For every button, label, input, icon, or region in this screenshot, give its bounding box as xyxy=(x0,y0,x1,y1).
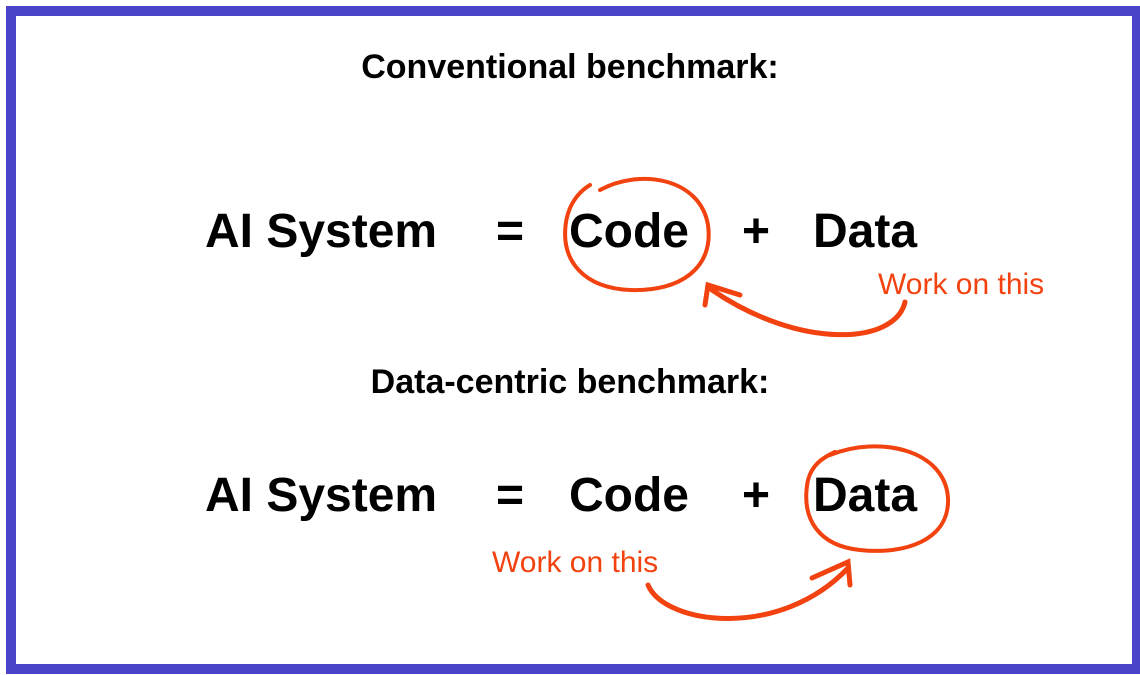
conventional-data: Data xyxy=(813,205,918,258)
conventional-ai-system: AI System xyxy=(205,205,438,258)
diagram-border xyxy=(6,6,1140,674)
conventional-equals: = xyxy=(496,205,525,258)
data-centric-work-note: Work on this xyxy=(492,546,659,579)
data-centric-plus: + xyxy=(742,469,771,522)
highlight-circle-code xyxy=(563,176,711,293)
data-centric-title: Data-centric benchmark: xyxy=(370,363,770,401)
curved-arrow-to-data xyxy=(645,565,851,621)
arrowhead-data xyxy=(809,558,853,588)
conventional-work-note: Work on this xyxy=(878,268,1045,301)
conventional-title: Conventional benchmark: xyxy=(361,48,779,86)
conventional-code: Code xyxy=(569,205,689,258)
data-centric-data: Data xyxy=(813,469,918,522)
data-centric-code: Code xyxy=(569,469,689,522)
conventional-plus: + xyxy=(742,205,771,258)
data-centric-equals: = xyxy=(496,469,525,522)
data-centric-ai-system: AI System xyxy=(205,469,438,522)
curved-arrow-to-code xyxy=(709,287,908,338)
highlight-circle-data xyxy=(804,444,951,553)
arrowhead-code xyxy=(702,281,743,308)
